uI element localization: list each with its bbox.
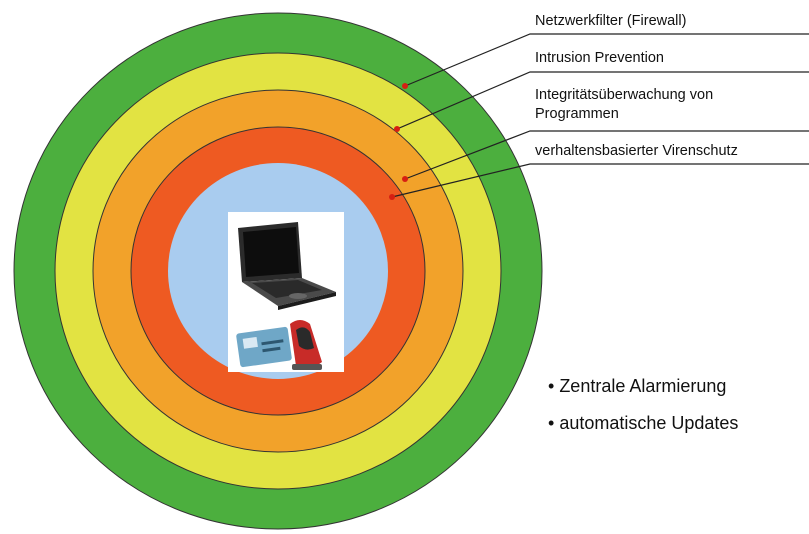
label-behavioral-antivirus: verhaltensbasierter Virenschutz	[535, 143, 738, 159]
label-integrity-monitoring: Integritätsüberwachung von Programmen	[535, 87, 714, 122]
feature-bullet-list: • Zentrale Alarmierung • automatische Up…	[548, 374, 738, 448]
bullet-text-central-alerting: Zentrale Alarmierung	[559, 376, 727, 396]
marker-dot-antivirus	[389, 194, 395, 200]
bullet-item: • Zentrale Alarmierung	[548, 376, 727, 396]
bullet-item: • automatische Updates	[548, 413, 739, 433]
laptop-icon	[238, 222, 336, 310]
marker-dot-intrusion	[394, 126, 400, 132]
label-intrusion-prevention: Intrusion Prevention	[535, 50, 664, 66]
label-firewall: Netzwerkfilter (Firewall)	[535, 13, 687, 29]
leader-lines	[391, 33, 809, 198]
card-reader-icon	[236, 320, 322, 370]
marker-dot-firewall	[402, 83, 408, 89]
layer-marker-dots	[389, 83, 408, 200]
marker-dot-integrity	[402, 176, 408, 182]
bullet-text-automatic-updates: automatische Updates	[559, 413, 739, 433]
